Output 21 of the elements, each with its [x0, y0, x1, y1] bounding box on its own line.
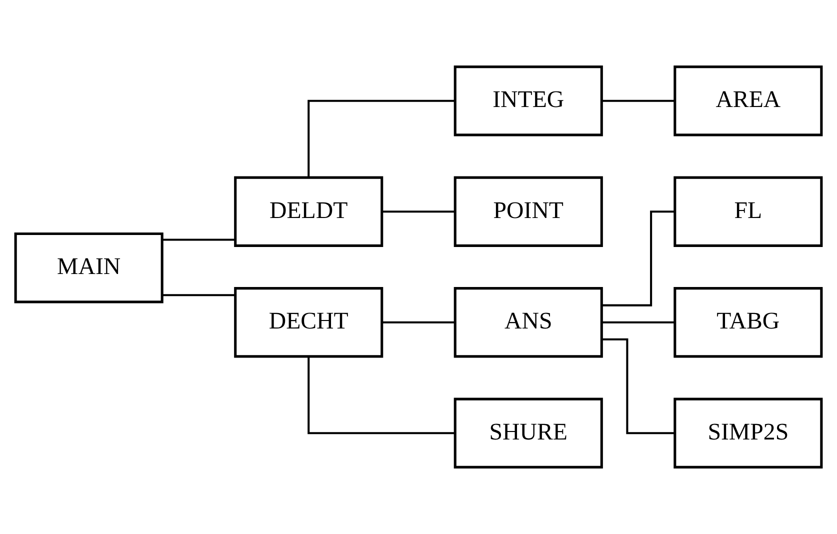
node-box: DECHT	[234, 287, 384, 358]
connector	[382, 210, 454, 213]
node-box: DELDT	[234, 176, 384, 247]
node-box: MAIN	[14, 232, 164, 304]
connector	[162, 238, 235, 241]
node-box: ANS	[454, 287, 603, 358]
connector	[602, 100, 674, 102]
connector	[308, 356, 455, 434]
connector	[602, 321, 674, 324]
connector	[308, 100, 455, 178]
node-box: POINT	[454, 176, 603, 247]
node-box: TABG	[674, 287, 823, 358]
connector	[602, 210, 675, 306]
node-box: INTEG	[454, 66, 603, 136]
node-box: FL	[674, 176, 823, 247]
connector	[382, 321, 454, 324]
connector	[162, 294, 235, 296]
node-box: SHURE	[454, 398, 603, 468]
connector	[602, 338, 674, 434]
node-box: AREA	[674, 66, 823, 136]
node-box: SIMP2S	[674, 398, 823, 468]
